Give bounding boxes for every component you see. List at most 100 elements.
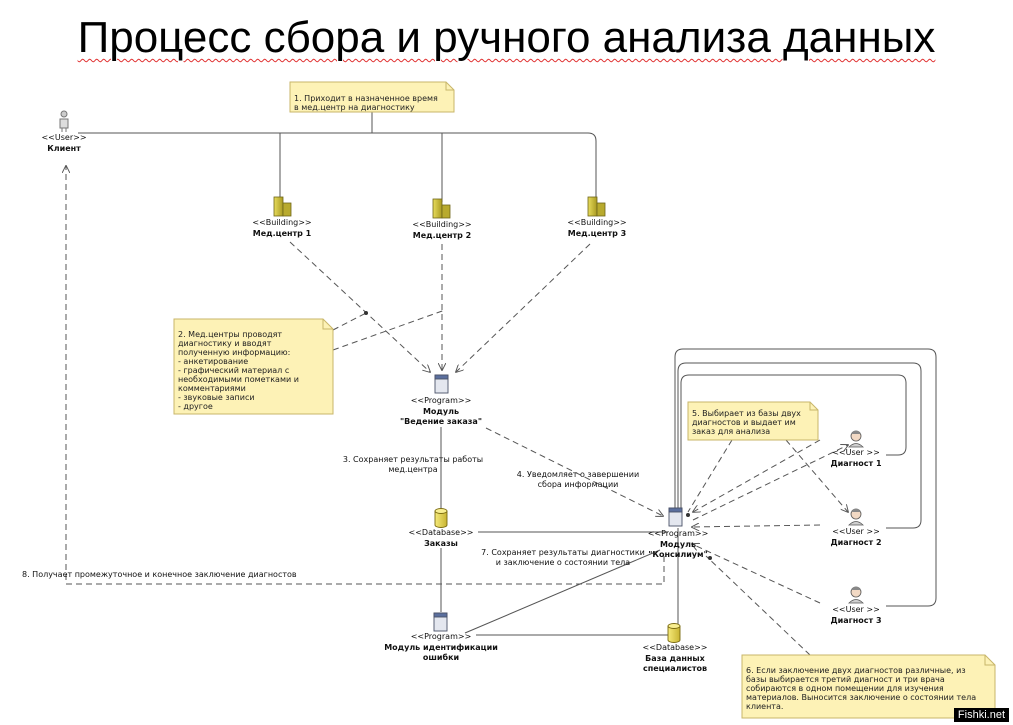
diag1-stereotype: <<User >>	[832, 448, 880, 457]
label-8: 8. Получает промежуточное и конечное зак…	[22, 570, 297, 579]
diag3-stereotype: <<User >>	[832, 605, 880, 614]
error-module-label-2: ошибки	[423, 652, 459, 662]
database-icon	[667, 623, 681, 643]
client-stereotype: <<User>>	[41, 133, 86, 142]
note-1: 1. Приходит в назначенное время в мед.це…	[289, 81, 455, 113]
note2-line: диагностику и вводят	[178, 339, 272, 348]
note2-line: - другое	[178, 402, 213, 411]
orders-db-node[interactable]: <<Database>> Заказы	[409, 508, 474, 549]
user-icon	[59, 110, 69, 132]
med3-label: Мед.центр 3	[568, 229, 626, 238]
note2-line: 2. Мед.центры проводят	[178, 330, 282, 339]
spec-db-node[interactable]: <<Database>> База данных специалистов	[643, 623, 708, 674]
database-icon	[434, 508, 448, 528]
label-7-line2: и заключение о состоянии тела	[496, 558, 630, 567]
label-3-line2: мед.центра	[388, 465, 437, 474]
person-icon	[848, 430, 864, 448]
loop-diag1	[680, 374, 907, 510]
diagnost-2-node[interactable]: <<User >> Диагност 2	[830, 508, 882, 548]
orders-db-stereotype: <<Database>>	[409, 528, 474, 537]
note5-line: заказ для анализа	[692, 427, 770, 436]
council-module-node[interactable]: <<Program>> Модуль "Консилиум"	[648, 507, 709, 559]
error-module-stereotype: <<Program>>	[411, 632, 472, 641]
order-module-label-1: Модуль	[423, 407, 459, 416]
note5-line: 5. Выбирает из базы двух	[692, 409, 801, 418]
error-module-node[interactable]: <<Program>> Модуль идентификации ошибки	[384, 612, 498, 662]
orders-db-label: Заказы	[424, 539, 458, 548]
med-center-2-node[interactable]: <<Building>> Мед.центр 2	[412, 198, 472, 240]
note2-line: - графический материал с	[178, 366, 289, 375]
diag3-label: Диагност 3	[830, 616, 881, 625]
anchor-dot	[708, 556, 712, 560]
med3-stereotype: <<Building>>	[567, 218, 626, 227]
label-4-line1: 4. Уведомляет о завершении	[517, 470, 639, 479]
building-icon	[587, 196, 606, 217]
anchor-dot	[686, 513, 690, 517]
council-to-client	[66, 166, 665, 585]
anchor-dots	[364, 311, 712, 560]
diag2-label: Диагност 2	[830, 538, 881, 547]
note2-line: комментариями	[178, 384, 246, 393]
note6-line: клиента.	[746, 702, 783, 711]
note5-line: диагностов и выдает им	[692, 418, 796, 427]
note-6: 6. Если заключение двух диагностов разли…	[741, 654, 996, 719]
loop-diag2	[677, 362, 922, 529]
building-icon	[432, 198, 451, 219]
council-label-2: "Консилиум"	[648, 550, 707, 559]
person-icon	[848, 586, 864, 604]
council-label-1: Модуль	[660, 540, 696, 549]
client-label: Клиент	[47, 144, 81, 153]
order-module-node[interactable]: <<Program>> Модуль "Ведение заказа"	[400, 374, 482, 426]
program-icon	[668, 507, 683, 527]
watermark: Fishki.net	[953, 708, 1009, 722]
med1-stereotype: <<Building>>	[252, 218, 311, 227]
med-center-1-node[interactable]: <<Building>> Мед.центр 1	[252, 196, 312, 238]
note6-anchor	[705, 555, 811, 656]
note1-line: 1. Приходит в назначенное время	[294, 94, 438, 103]
med-center-3-node[interactable]: <<Building>> Мед.центр 3	[567, 196, 627, 238]
diag1-to-council	[693, 439, 821, 512]
diagnost-3-node[interactable]: <<User >> Диагност 3	[830, 586, 882, 626]
anchor-dot	[364, 311, 368, 315]
client-bus-line	[78, 132, 597, 200]
med1-label: Мед.центр 1	[253, 229, 312, 238]
program-icon	[434, 374, 449, 394]
diag2-stereotype: <<User >>	[832, 527, 880, 536]
note2-anchor-a	[332, 312, 367, 331]
page-title: Процесс сбора и ручного анализа данных	[77, 13, 936, 62]
dashed-connectors	[66, 166, 848, 656]
note2-line: необходимыми пометками и	[178, 375, 299, 384]
note2-line: - звуковые записи	[178, 393, 255, 402]
error-to-council	[464, 549, 661, 634]
person-icon	[848, 508, 864, 526]
client-node[interactable]: <<User>> Клиент	[41, 110, 87, 153]
note6-line: собираются в одном помещении для изучени…	[746, 684, 944, 693]
spec-db-label-2: специалистов	[643, 664, 707, 673]
edge-labels: 3. Сохраняет результаты работы мед.центр…	[22, 455, 645, 579]
council-to-diag1	[692, 445, 848, 521]
label-7-line1: 7. Сохраняет результаты диагностики	[481, 548, 645, 557]
note2-anchor-b	[332, 309, 446, 351]
building-icon	[273, 196, 292, 217]
order-to-council	[485, 427, 663, 516]
note6-line: 6. Если заключение двух диагностов разли…	[746, 666, 966, 675]
diagnost-1-node[interactable]: <<User >> Диагност 1	[830, 430, 882, 469]
note2-line: полученную информацию:	[178, 348, 290, 357]
spec-db-stereotype: <<Database>>	[643, 643, 708, 652]
note6-line: материалов. Выносится заключение о состо…	[746, 693, 976, 702]
note2-line: - анкетирование	[178, 357, 248, 366]
note1-line: в мед.центр на диагностику	[294, 103, 415, 112]
diag2-to-council	[692, 525, 821, 527]
label-3-line1: 3. Сохраняет результаты работы	[343, 455, 483, 464]
order-module-label-2: "Ведение заказа"	[400, 417, 482, 426]
med2-stereotype: <<Building>>	[412, 220, 471, 229]
solid-connectors	[78, 112, 937, 636]
note-2: 2. Мед.центры проводят диагностику и вво…	[173, 318, 334, 415]
label-4-line2: сбора информации	[538, 480, 619, 489]
error-module-label-1: Модуль идентификации	[384, 643, 498, 652]
med2-label: Мед.центр 2	[413, 231, 471, 240]
program-icon	[433, 612, 448, 632]
loop-diag3	[674, 348, 937, 607]
diag3-to-council	[692, 544, 821, 604]
